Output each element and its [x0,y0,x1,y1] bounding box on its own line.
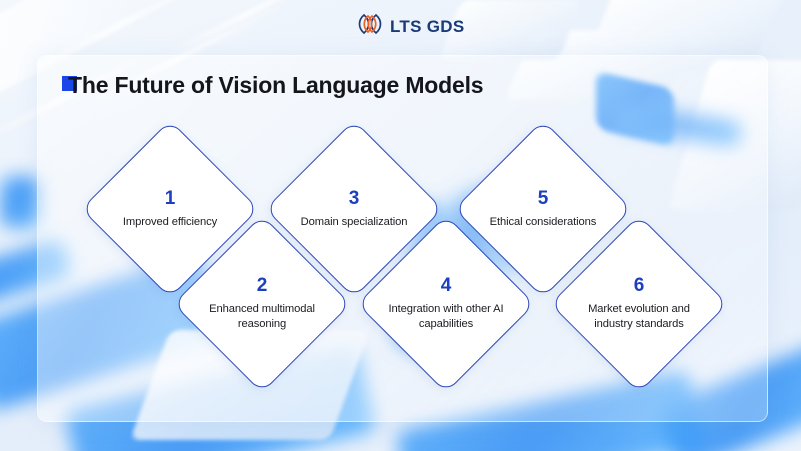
diamond-number: 4 [440,275,452,297]
diamond-number: 3 [348,187,360,209]
brand-name: LTS GDS [390,16,465,36]
diamond-label: Domain specialization [300,215,408,228]
diamond-label: Integration with other AI capabilities [388,303,504,330]
page-title: The Future of Vision Language Models [62,72,484,99]
diamond-number: 5 [537,187,549,209]
diamond-label: Improved efficiency [122,215,218,228]
diamond-label: Enhanced multimodal reasoning [209,303,315,330]
page-title-text: The Future of Vision Language Models [68,72,484,98]
brand-logo[interactable]: LTS GDS [357,13,465,40]
diamond-number: 2 [256,275,268,297]
diamond-label: Market evolution and industry standards [588,303,690,330]
lts-gds-lens-logo-icon [357,13,383,40]
diamond-number: 6 [633,275,645,297]
diamond-label: Ethical considerations [489,215,597,228]
diamond-number: 1 [164,187,176,209]
